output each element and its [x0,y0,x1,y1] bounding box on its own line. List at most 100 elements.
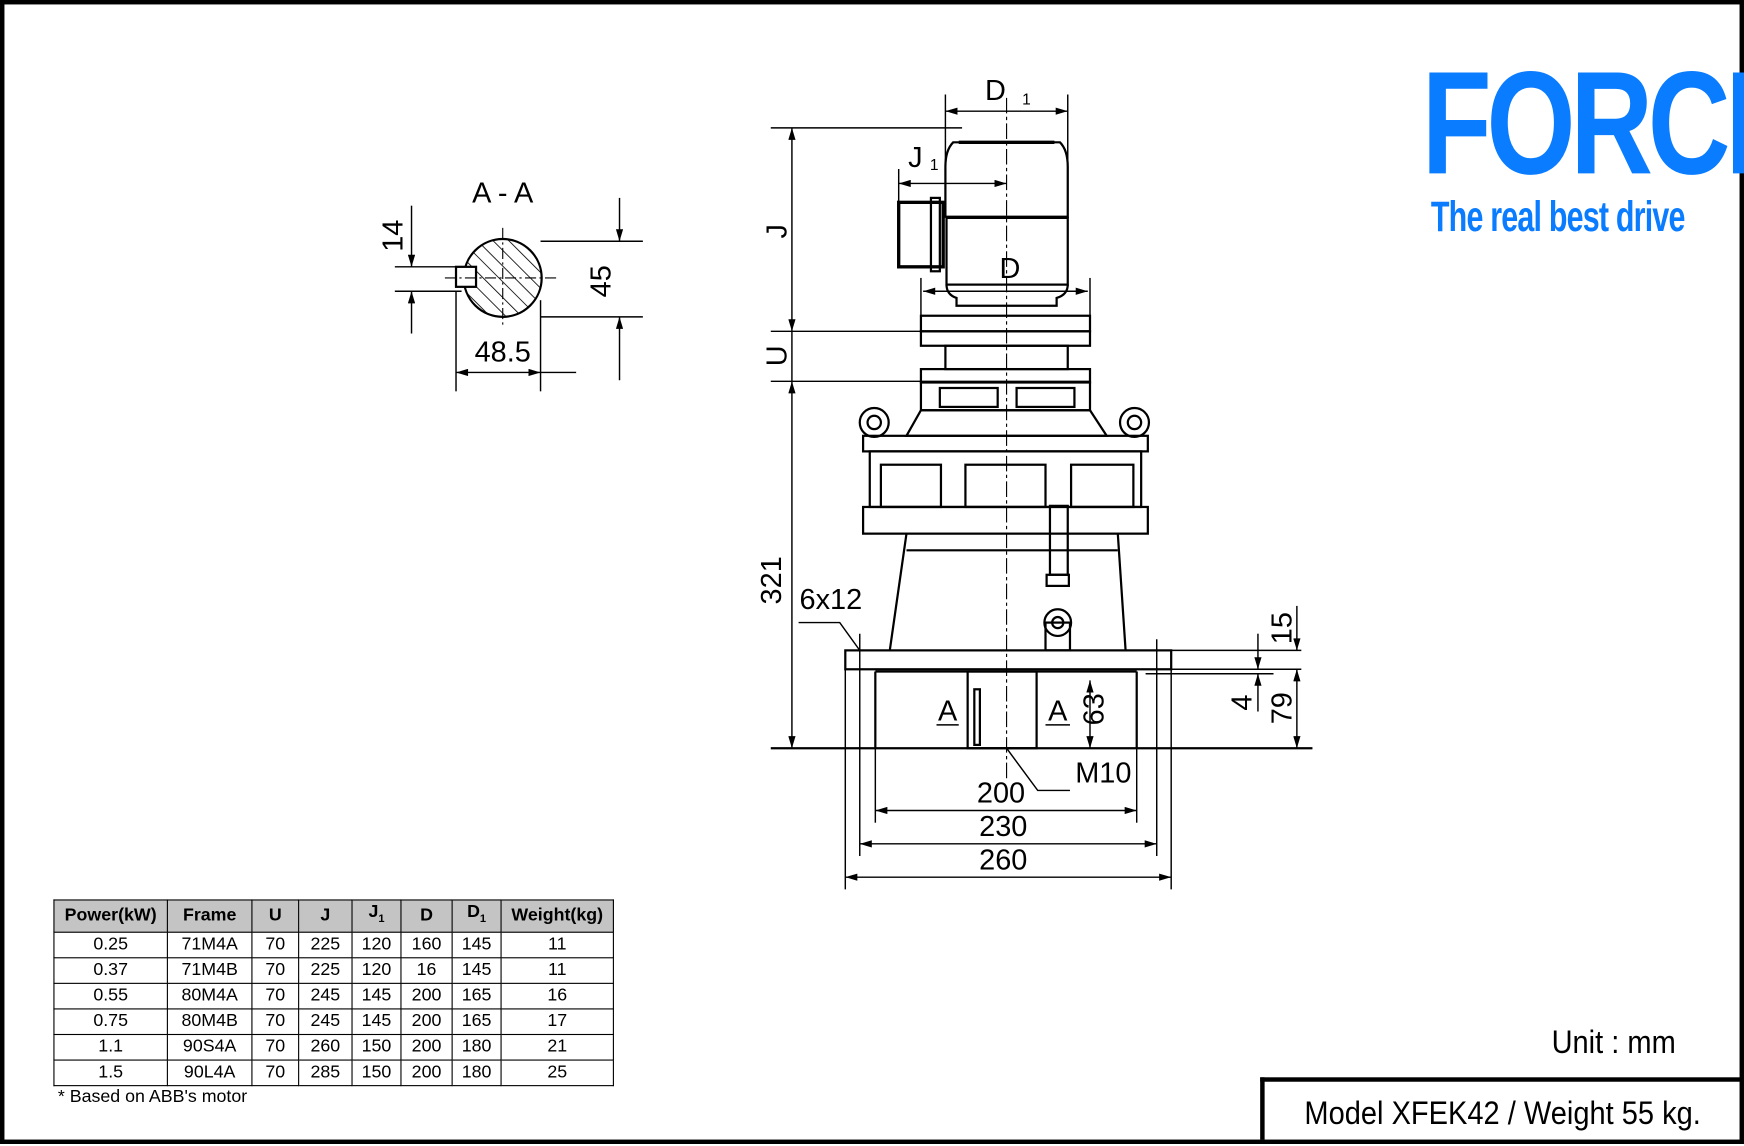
table-cell: 180 [451,1059,502,1087]
table-cell: 70 [251,1008,300,1036]
model-title: Model XFEK42 / Weight 55 kg. [1304,1096,1701,1132]
dim-48-5: 48.5 [475,336,531,368]
section-title: A - A [472,177,534,209]
label-4: 4 [1226,695,1258,711]
col-j1: J1 [351,899,402,933]
table-cell: 80M4B [166,1008,253,1036]
label-230: 230 [979,811,1027,843]
label-63: 63 [1078,693,1110,725]
col-u: U [251,899,300,933]
table-cell: 165 [451,1008,502,1036]
table-cell: 150 [351,1034,402,1061]
table-cell: 16 [500,983,614,1010]
label-m10: M10 [1075,758,1131,790]
table-cell: 0.37 [53,957,168,985]
label-15: 15 [1266,612,1298,644]
motor-outline [897,140,1109,437]
table-cell: 180 [451,1034,502,1061]
unit-label: Unit : mm [1551,1025,1676,1061]
dim-45: 45 [586,265,618,297]
table-cell: 1.1 [53,1034,168,1061]
table-cell: 145 [351,1008,402,1036]
label-79: 79 [1266,692,1298,724]
section-mark-right: A [1048,695,1068,727]
table-cell: 70 [251,1034,300,1061]
table-cell: 145 [451,931,502,959]
table-cell: 160 [400,931,453,959]
table-cell: 90L4A [166,1059,253,1087]
table-header-row: Power(kW) Frame U J J1 D D1 Weight(kg) [53,899,614,933]
table-cell: 200 [400,1059,453,1087]
table-cell: 71M4B [166,957,253,985]
table-cell: 145 [351,983,402,1010]
spec-table: Power(kW) Frame U J J1 D D1 Weight(kg) 0… [53,899,614,1087]
label-u: U [761,345,793,366]
table-cell: 70 [251,957,300,985]
table-cell: 245 [298,1008,353,1036]
table-cell: 120 [351,931,402,959]
table-cell: 285 [298,1059,353,1087]
label-6x12: 6x12 [799,584,862,616]
table-cell: 225 [298,957,353,985]
table-cell: 21 [500,1034,614,1061]
label-321: 321 [756,556,788,604]
section-mark-left: A [938,695,958,727]
table-cell: 0.55 [53,983,168,1010]
footnote: * Based on ABB's motor [57,1087,248,1107]
table-cell: 145 [451,957,502,985]
table-cell: 11 [500,931,614,959]
table-cell: 0.75 [53,1008,168,1036]
table-cell: 1.5 [53,1059,168,1087]
force-logo: FORCE The real best drive [1388,49,1744,242]
table-cell: 17 [500,1008,614,1036]
table-cell: 16 [400,957,453,985]
label-260: 260 [979,844,1027,876]
label-j1: J [908,142,922,174]
label-j: J [761,224,793,238]
table-cell: 0.25 [53,931,168,959]
dim-key: 14 [378,220,410,252]
logo-tagline: The real best drive [1430,194,1686,242]
table-cell: 165 [451,983,502,1010]
label-d1: D [985,75,1006,107]
table-cell: 200 [400,1034,453,1061]
model-title-box: Model XFEK42 / Weight 55 kg. [1260,1077,1741,1140]
table-cell: 70 [251,931,300,959]
label-j1-sub: 1 [930,157,939,174]
col-frame: Frame [166,899,253,933]
table-cell: 120 [351,957,402,985]
table-cell: 71M4A [166,931,253,959]
table-cell: 90S4A [166,1034,253,1061]
label-d1-sub: 1 [1022,92,1031,109]
gearbox-housing [858,406,1151,652]
section-aa-view [394,197,643,392]
table-cell: 11 [500,957,614,985]
col-j: J [298,899,353,933]
table-cell: 80M4A [166,983,253,1010]
label-200: 200 [977,778,1025,810]
col-d: D [400,899,453,933]
table-cell: 245 [298,983,353,1010]
col-weight: Weight(kg) [500,899,614,933]
table-cell: 200 [400,983,453,1010]
label-d: D [999,253,1020,285]
table-cell: 25 [500,1059,614,1087]
col-d1: D1 [451,899,502,933]
dimension-lines [770,94,1302,890]
table-cell: 225 [298,931,353,959]
table-cell: 70 [251,1059,300,1087]
table-cell: 200 [400,1008,453,1036]
table-cell: 260 [298,1034,353,1061]
table-cell: 70 [251,983,300,1010]
